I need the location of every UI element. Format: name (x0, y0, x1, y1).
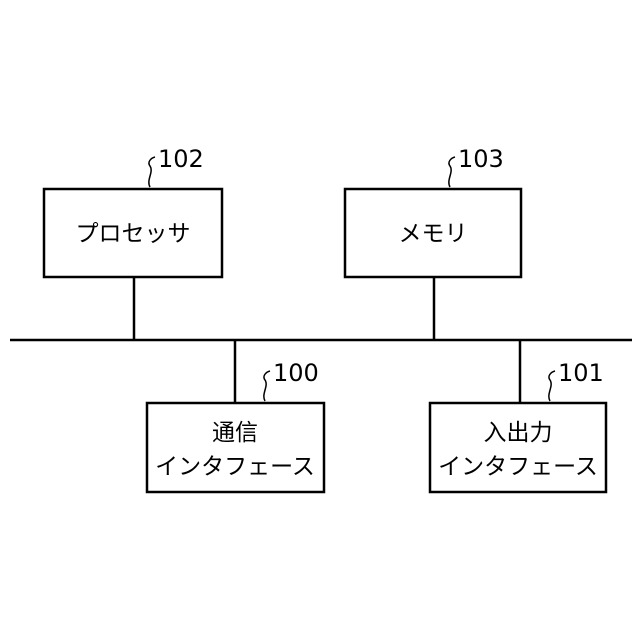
processor-ref-leader (149, 157, 155, 187)
comm-interface-label-line1: 通信 (212, 420, 258, 446)
io-interface-label-line2: インタフェース (438, 454, 598, 480)
io-interface-ref-number: 101 (558, 359, 604, 387)
memory-label: メモリ (399, 221, 468, 247)
memory-ref-number: 103 (458, 145, 504, 173)
processor-block: プロセッサ 102 (44, 145, 222, 277)
memory-ref-leader (449, 157, 455, 187)
memory-block: メモリ 103 (345, 145, 521, 277)
processor-label: プロセッサ (76, 221, 191, 247)
io-interface-block: 入出力 インタフェース 101 (430, 359, 606, 492)
comm-interface-label-line2: インタフェース (155, 454, 315, 480)
comm-interface-ref-leader (264, 371, 270, 401)
processor-ref-number: 102 (158, 145, 204, 173)
comm-interface-ref-number: 100 (273, 359, 319, 387)
io-interface-label-line1: 入出力 (484, 420, 553, 446)
io-interface-ref-leader (549, 371, 555, 401)
